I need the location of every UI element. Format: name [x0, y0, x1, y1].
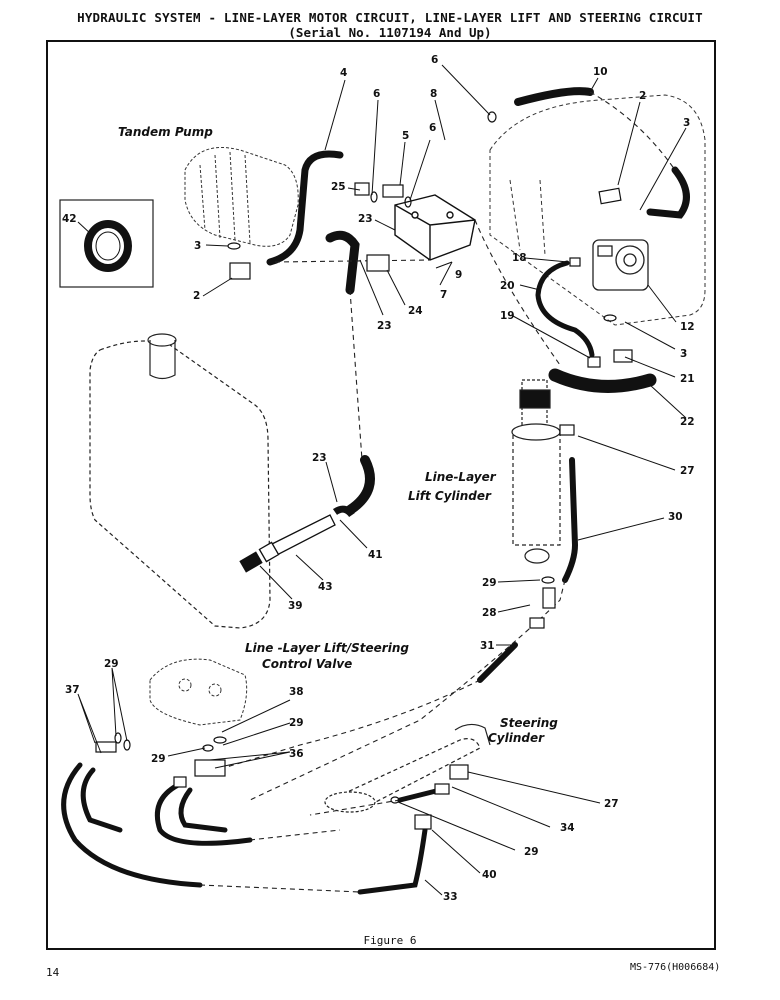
callout-21: 21	[680, 373, 695, 385]
callout-27: 27	[680, 465, 695, 477]
lift-cylinder	[511, 379, 561, 564]
callout-8: 8	[430, 88, 437, 100]
callout-20: 20	[500, 280, 515, 292]
motor-block-12	[592, 239, 649, 291]
callout-6: 6	[373, 88, 380, 100]
callout-36: 36	[289, 748, 304, 760]
callout-12: 12	[680, 321, 695, 333]
callout-3: 3	[680, 348, 687, 360]
page-title: HYDRAULIC SYSTEM - LINE-LAYER MOTOR CIRC…	[77, 10, 703, 25]
page-number: 14	[46, 966, 60, 979]
figure-frame	[46, 40, 716, 950]
tandem-pump	[184, 147, 299, 247]
callout-22: 22	[680, 416, 695, 428]
leader-lines	[77, 64, 687, 896]
callout-37: 37	[65, 684, 80, 696]
suction-tube	[239, 505, 355, 573]
page-subtitle: (Serial No. 1107194 And Up)	[288, 25, 492, 40]
callout-25: 25	[331, 181, 346, 193]
document-code: MS-776(H006684)	[630, 962, 721, 973]
callout-2: 2	[193, 290, 200, 302]
callout-29: 29	[104, 658, 119, 670]
hoses	[61, 87, 690, 895]
callout-3: 3	[194, 240, 201, 252]
callout-23: 23	[358, 213, 373, 225]
control-valve	[149, 658, 248, 726]
fittings	[95, 182, 633, 830]
callout-2: 2	[639, 90, 646, 102]
steering-cylinder	[324, 723, 491, 813]
callout-31: 31	[480, 640, 495, 652]
callout-6: 6	[429, 122, 436, 134]
callout-33: 33	[443, 891, 458, 903]
callout-29: 29	[289, 717, 304, 729]
callout-30: 30	[668, 511, 683, 523]
callout-34: 34	[560, 822, 575, 834]
callout-3: 3	[683, 117, 690, 129]
inset-seal-42	[59, 199, 154, 288]
line-layer-motor	[489, 94, 706, 326]
callout-5: 5	[402, 130, 409, 142]
callout-43: 43	[318, 581, 333, 593]
label-lift-cylinder-2: Lift Cylinder	[408, 489, 492, 503]
figure-caption: Figure 6	[363, 934, 417, 947]
manifold-block	[394, 194, 476, 261]
callout-38: 38	[289, 686, 304, 698]
callout-39: 39	[288, 600, 303, 612]
callout-6: 6	[431, 54, 438, 66]
hydraulic-tank	[89, 333, 271, 629]
callout-29: 29	[151, 753, 166, 765]
callout-29: 29	[482, 577, 497, 589]
callout-40: 40	[482, 869, 497, 881]
label-lift-cylinder-1: Line-Layer	[425, 470, 497, 484]
label-steering-cylinder-1: Steering	[500, 716, 558, 730]
callout-18: 18	[512, 252, 527, 264]
callout-23: 23	[312, 452, 327, 464]
callout-27: 27	[604, 798, 619, 810]
callout-19: 19	[500, 310, 515, 322]
label-control-valve-2: Control Valve	[262, 657, 352, 671]
callout-41: 41	[368, 549, 383, 561]
callout-29: 29	[524, 846, 539, 858]
callout-9: 9	[455, 269, 462, 281]
callout-10: 10	[593, 66, 608, 78]
label-tandem-pump: Tandem Pump	[118, 125, 213, 139]
callout-28: 28	[482, 607, 497, 619]
label-steering-cylinder-2: Cylinder	[488, 731, 545, 745]
callout-4: 4	[340, 67, 347, 79]
callout-24: 24	[408, 305, 423, 317]
callout-42: 42	[62, 213, 77, 225]
label-control-valve-1: Line -Layer Lift/Steering	[245, 641, 409, 655]
callout-7: 7	[440, 289, 447, 301]
callout-23: 23	[377, 320, 392, 332]
